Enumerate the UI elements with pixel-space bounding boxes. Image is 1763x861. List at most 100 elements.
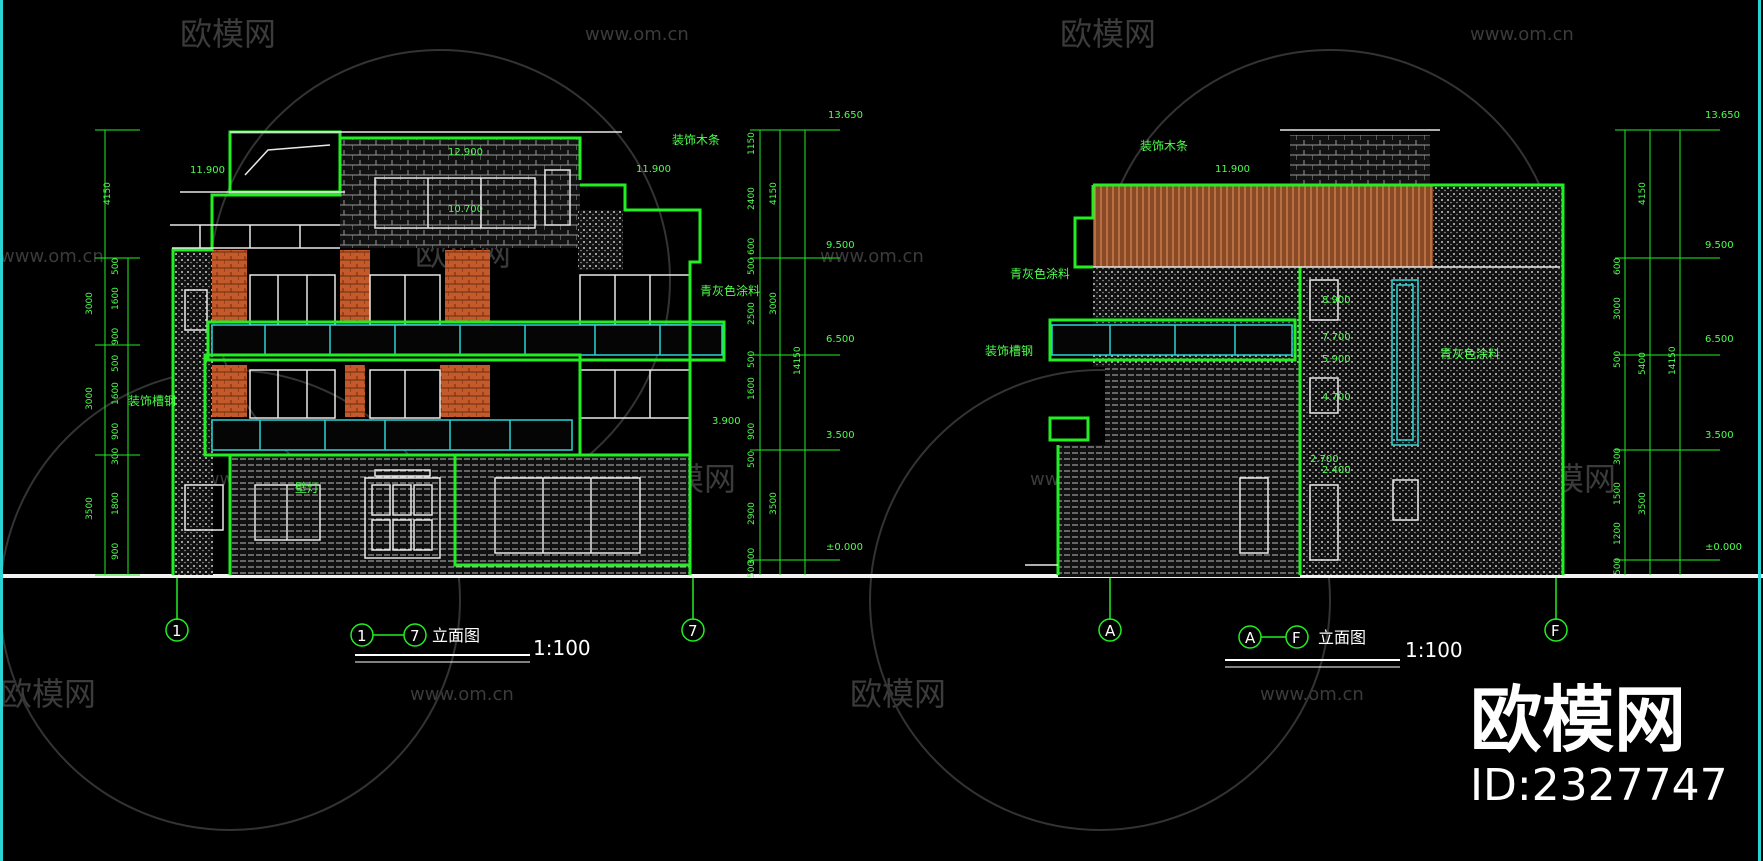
svg-text:4150: 4150 bbox=[103, 182, 113, 205]
annotation-grey-paint-r: 青灰色涂料 bbox=[1010, 266, 1070, 281]
windows bbox=[184, 169, 691, 554]
svg-text:300: 300 bbox=[747, 548, 757, 565]
svg-text:900: 900 bbox=[111, 543, 121, 560]
svg-text:3000: 3000 bbox=[1613, 297, 1623, 320]
svg-text:7.700: 7.700 bbox=[1322, 332, 1351, 343]
balcony-glass-upper bbox=[211, 324, 723, 356]
svg-text:2900: 2900 bbox=[747, 502, 757, 525]
svg-text:9.500: 9.500 bbox=[1705, 240, 1734, 251]
svg-text:5400: 5400 bbox=[1638, 352, 1648, 375]
watermark-url: www.om.cn bbox=[1260, 684, 1364, 705]
right-outline-lines bbox=[1025, 129, 1560, 566]
svg-text:3.500: 3.500 bbox=[1705, 430, 1734, 441]
right-level-labels: 13.650 11.900 9.500 8.900 7.700 6.500 5.… bbox=[1215, 110, 1742, 553]
right-axis-markers bbox=[1098, 578, 1568, 649]
level-labels: 13.650 11.900 12.900 10.700 11.900 9.500… bbox=[190, 110, 863, 553]
mid-wall-brick-center bbox=[340, 250, 370, 322]
right-stucco-wall bbox=[1433, 185, 1563, 575]
right-dimension-lines bbox=[1615, 129, 1720, 575]
svg-text:600: 600 bbox=[747, 238, 757, 255]
svg-text:10.700: 10.700 bbox=[448, 204, 483, 215]
svg-text:1200: 1200 bbox=[1613, 522, 1623, 545]
watermark-url: www.om.cn bbox=[1470, 24, 1574, 45]
annotation-wood-strip: 装饰木条 bbox=[672, 133, 720, 147]
balcony-glass-lower bbox=[211, 419, 573, 451]
roof-stair-house bbox=[1290, 135, 1430, 185]
watermark-url: www.om.cn bbox=[410, 684, 514, 705]
low-wall-brick-right bbox=[440, 365, 490, 417]
right-elevation-title: 立面图 bbox=[1318, 628, 1366, 647]
watermark-url: www.om.cn bbox=[585, 24, 689, 45]
svg-text:13.650: 13.650 bbox=[828, 110, 863, 121]
svg-text:1150: 1150 bbox=[747, 132, 757, 155]
elevation-1-7: 1 7 1 7 立面图 1:100 装饰木条 青灰色涂料 装饰槽钢 壁灯 13.… bbox=[85, 110, 863, 663]
svg-text:500: 500 bbox=[1613, 558, 1623, 575]
svg-text:9.500: 9.500 bbox=[826, 240, 855, 251]
svg-text:±0.000: ±0.000 bbox=[1705, 542, 1742, 553]
dimension-right-values: 1150 2400 4150 600 500 2500 500 3000 160… bbox=[747, 132, 803, 578]
axis-markers bbox=[165, 578, 705, 647]
svg-text:14150: 14150 bbox=[793, 346, 803, 375]
right-windows bbox=[1239, 279, 1419, 561]
svg-text:600: 600 bbox=[1613, 258, 1623, 275]
svg-text:1800: 1800 bbox=[111, 492, 121, 515]
svg-text:900: 900 bbox=[111, 328, 121, 345]
svg-text:1600: 1600 bbox=[111, 287, 121, 310]
axis-label-F: F bbox=[1551, 622, 1560, 640]
svg-text:900: 900 bbox=[747, 423, 757, 440]
right-balcony-glass bbox=[1051, 324, 1293, 356]
watermark-logo: 欧模网 bbox=[180, 15, 276, 53]
svg-text:500: 500 bbox=[747, 351, 757, 368]
mid-wall-brick-right bbox=[445, 250, 490, 322]
watermark-logo: 欧模网 bbox=[850, 675, 946, 713]
annotation-wood-strip-r: 装饰木条 bbox=[1140, 139, 1188, 153]
svg-text:500: 500 bbox=[111, 258, 121, 275]
svg-text:6.500: 6.500 bbox=[1705, 334, 1734, 345]
svg-text:11.900: 11.900 bbox=[636, 164, 671, 175]
axis-label-1: 1 bbox=[172, 622, 182, 640]
svg-text:4150: 4150 bbox=[1638, 182, 1648, 205]
svg-text:5.900: 5.900 bbox=[1322, 354, 1351, 365]
svg-text:1500: 1500 bbox=[1613, 482, 1623, 505]
ground-line bbox=[0, 574, 1763, 578]
svg-text:500: 500 bbox=[747, 258, 757, 275]
svg-text:4.700: 4.700 bbox=[1322, 392, 1351, 403]
svg-text:3500: 3500 bbox=[85, 497, 95, 520]
right-building-outline bbox=[1048, 183, 1565, 575]
title-axis-7: 7 bbox=[410, 627, 420, 645]
axis-label-7: 7 bbox=[688, 622, 698, 640]
elevation-title: 立面图 bbox=[432, 626, 480, 645]
svg-text:6.500: 6.500 bbox=[826, 334, 855, 345]
entrance-door bbox=[364, 469, 441, 559]
watermark-url: www.om.cn bbox=[820, 246, 924, 267]
low-wall-brick-center bbox=[345, 365, 365, 417]
watermark-logo: 欧模网 bbox=[1060, 15, 1156, 53]
svg-text:3000: 3000 bbox=[85, 292, 95, 315]
svg-text:1600: 1600 bbox=[747, 377, 757, 400]
elevation-A-F: A F A F 立面图 1:100 装饰木条 青灰色涂料 装饰槽钢 青灰色涂料 … bbox=[985, 110, 1742, 668]
svg-text:500: 500 bbox=[747, 451, 757, 468]
svg-text:500: 500 bbox=[747, 561, 757, 578]
svg-text:4150: 4150 bbox=[769, 182, 779, 205]
frame-right-edge bbox=[1758, 0, 1761, 861]
svg-text:3000: 3000 bbox=[85, 387, 95, 410]
annotation-grey-paint: 青灰色涂料 bbox=[700, 283, 760, 298]
right-dimension-values: 4150 600 3000 5400 500 300 1500 1200 350… bbox=[1613, 182, 1678, 575]
center-stucco-wall bbox=[1300, 267, 1435, 575]
svg-text:1600: 1600 bbox=[111, 382, 121, 405]
svg-text:300: 300 bbox=[111, 448, 121, 465]
annotation-wall-lamp: 壁灯 bbox=[295, 480, 319, 495]
svg-text:900: 900 bbox=[111, 423, 121, 440]
top-wood-cladding bbox=[1093, 185, 1433, 267]
ground-floor-wall bbox=[230, 455, 690, 575]
svg-text:2.700: 2.700 bbox=[1310, 454, 1339, 465]
dimension-left-values: 4150 500 3000 1600 900 500 3000 1600 900… bbox=[85, 182, 121, 560]
svg-text:500: 500 bbox=[111, 355, 121, 372]
svg-text:2.400: 2.400 bbox=[1322, 465, 1351, 476]
svg-text:2400: 2400 bbox=[747, 187, 757, 210]
svg-text:3.900: 3.900 bbox=[712, 416, 741, 427]
brand-name: 欧模网 bbox=[1470, 678, 1687, 762]
title-axis-F: F bbox=[1292, 629, 1301, 647]
